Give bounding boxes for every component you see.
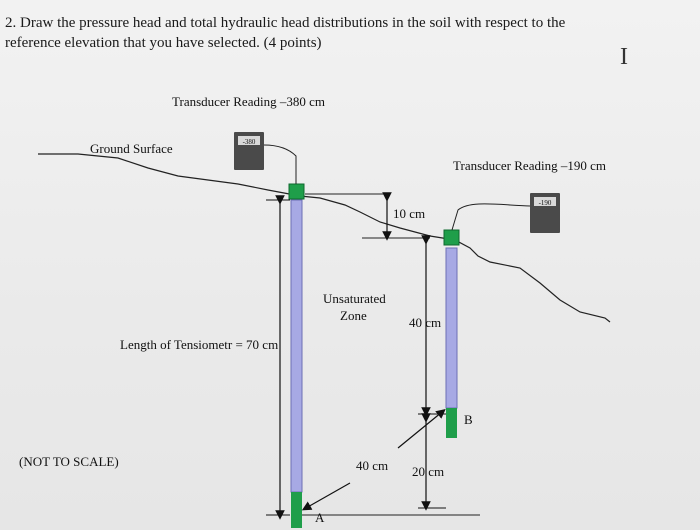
left-transducer-display: -380 <box>243 138 256 146</box>
dim-10cm-label: 10 cm <box>393 206 425 221</box>
right-transducer-display: -190 <box>539 199 552 207</box>
unsaturated-zone-label-2: Zone <box>340 308 367 323</box>
length-tensiometer-label: Length of Tensiometr = 70 cm <box>120 337 278 352</box>
right-tensiometer-tip <box>446 408 457 438</box>
dim-20cm-label: 20 cm <box>412 464 444 479</box>
question-line-2: reference elevation that you have select… <box>5 35 322 51</box>
right-transducer-cable <box>451 203 531 231</box>
not-to-scale-label: (NOT TO SCALE) <box>19 454 119 469</box>
transducer-right-label: Transducer Reading –190 cm <box>453 158 606 173</box>
text-cursor-icon: I <box>620 44 628 70</box>
transducer-left-label: Transducer Reading –380 cm <box>172 94 325 109</box>
point-a-label: A <box>315 510 325 525</box>
ground-surface-label: Ground Surface <box>90 141 173 156</box>
right-tensiometer-tube <box>445 247 458 409</box>
point-b-label: B <box>464 412 473 427</box>
question-line-1: 2. Draw the pressure head and total hydr… <box>5 15 566 31</box>
pointer-to-b <box>397 408 446 449</box>
unsaturated-zone-label-1: Unsaturated <box>323 291 386 306</box>
question-text: 2. Draw the pressure head and total hydr… <box>5 13 645 53</box>
dim-40cm-bottom-label: 40 cm <box>356 458 388 473</box>
left-transducer-cable <box>263 144 297 184</box>
dim-40cm-right-label: 40 cm <box>409 315 441 330</box>
ground-surface-line <box>38 153 611 323</box>
left-tensiometer-tip <box>291 492 302 528</box>
left-tensiometer-cap <box>288 183 305 200</box>
pointer-to-a <box>301 482 351 511</box>
left-tensiometer-tube <box>290 199 303 493</box>
right-tensiometer-cap <box>443 229 460 246</box>
